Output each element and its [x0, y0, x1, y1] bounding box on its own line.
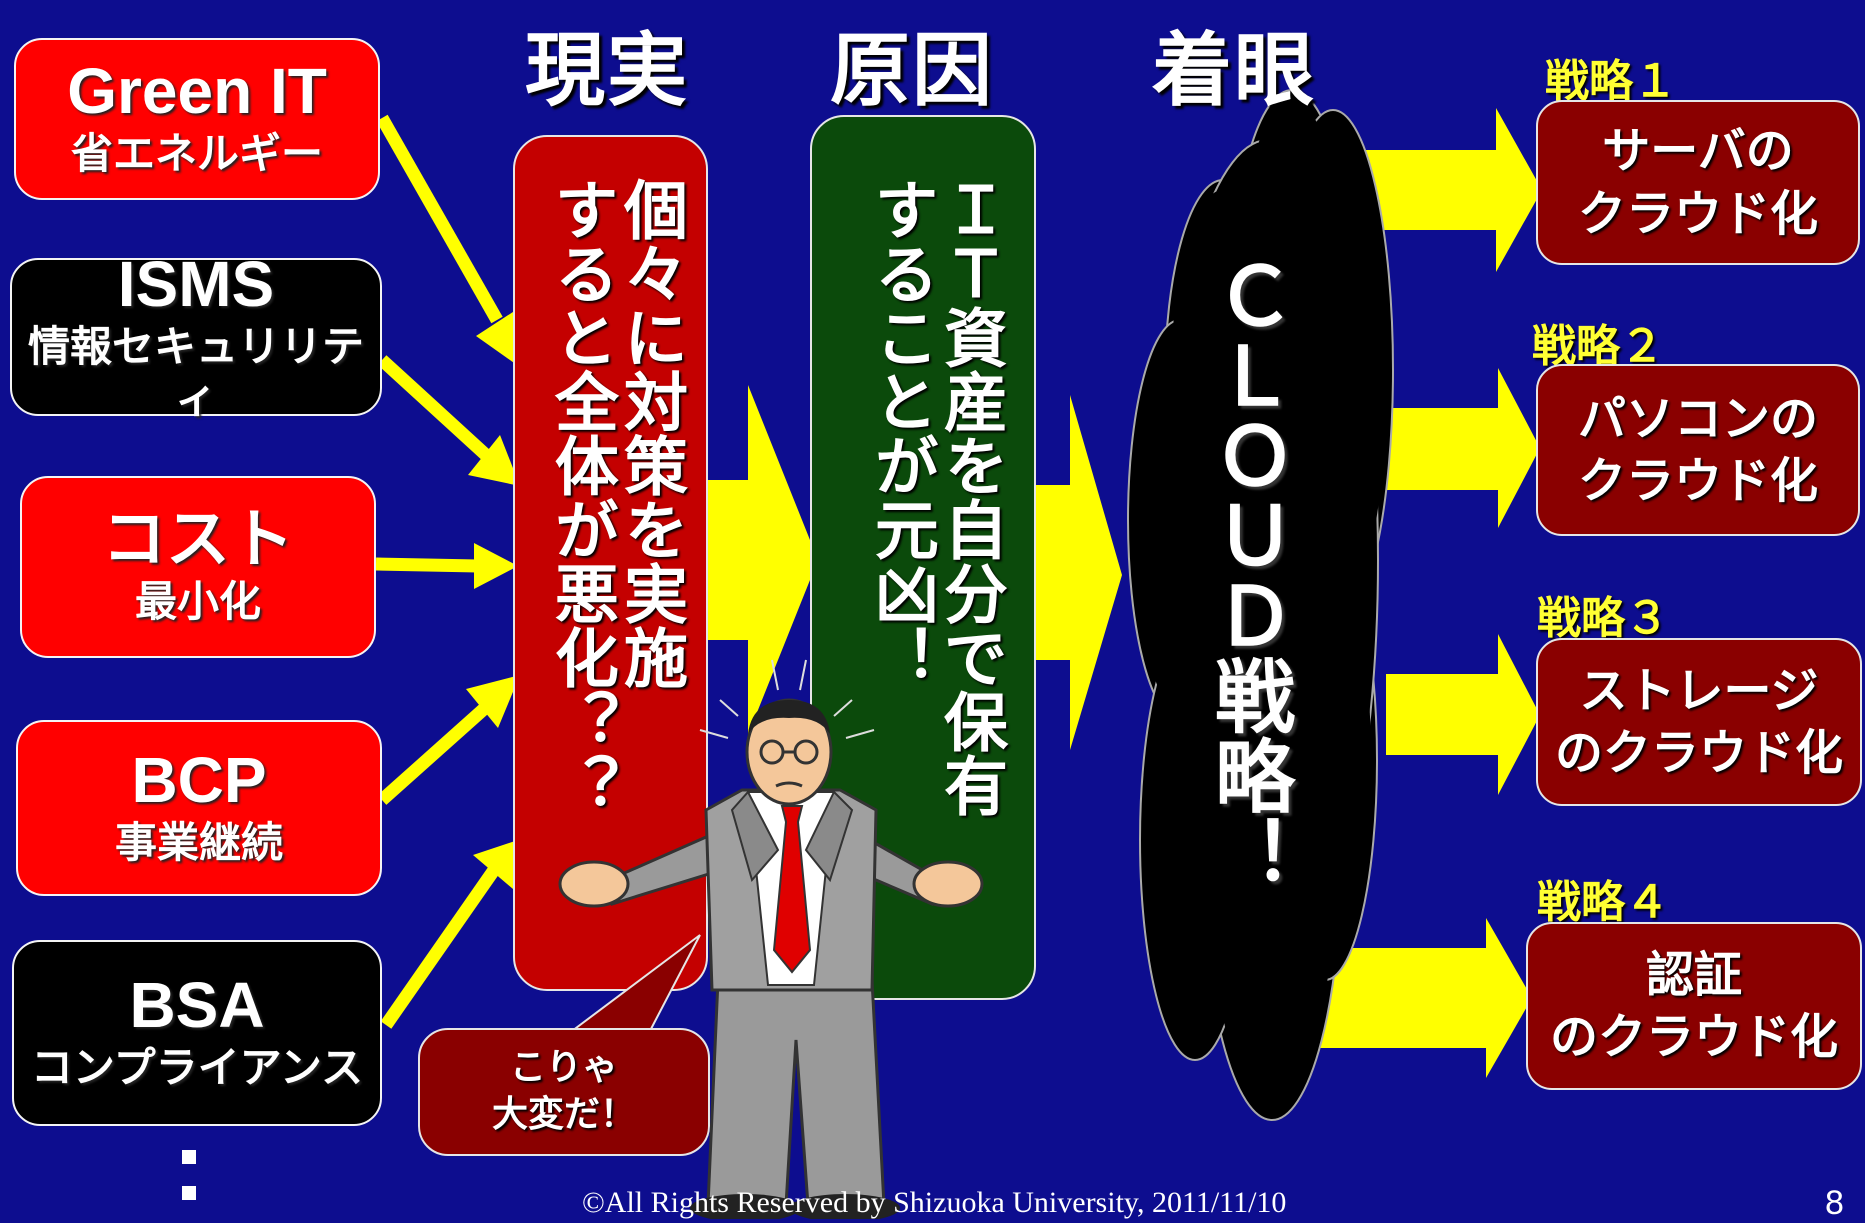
- left-box-subtitle: コンプライアンス: [30, 1043, 364, 1093]
- strategy-label-1: 戦略１: [1545, 56, 1677, 107]
- strategy-line: クラウド化: [1577, 453, 1818, 509]
- left-box-subtitle: 情報セキュリリティ: [27, 322, 364, 422]
- left-box-green-it: Green IT 省エネルギー: [14, 38, 380, 200]
- strategy-line: サーバの: [1602, 123, 1794, 180]
- speech-line: 大変だ！: [491, 1094, 636, 1135]
- strategy-line: 認証: [1645, 946, 1742, 1003]
- strategy-box-1: サーバの クラウド化: [1536, 100, 1860, 265]
- left-box-title: コスト: [102, 503, 294, 576]
- left-box-isms: ISMS 情報セキュリリティ: [10, 250, 382, 422]
- left-box-bsa: BSA コンプライアンス: [12, 940, 382, 1126]
- ellipsis-dot-upper: [182, 1150, 196, 1164]
- ellipsis-dot-lower: [182, 1186, 196, 1200]
- strategy-box-3: ストレージ のクラウド化: [1536, 638, 1862, 806]
- strategy-box-4: 認証 のクラウド化: [1526, 922, 1862, 1090]
- speech-bubble: こりゃ 大変だ！: [418, 1028, 710, 1156]
- cloud-strategy-text: ＣＬＯＵＤ戦略！: [1202, 255, 1295, 895]
- reality-line-2: すると全体が悪化？？: [543, 177, 618, 817]
- heading-focus: 着眼: [1152, 24, 1316, 117]
- left-box-subtitle: 最小化: [134, 577, 261, 627]
- copyright-footer: ©All Rights Reserved by Shizuoka Univers…: [582, 1186, 1287, 1219]
- reality-line-1: 個々に対策を実施: [613, 177, 687, 689]
- reality-box: 個々に対策を実施 すると全体が悪化？？: [513, 135, 708, 991]
- strategy-label-3: 戦略３: [1537, 593, 1669, 644]
- left-box-title: ISMS: [117, 248, 275, 321]
- page-number: 8: [1825, 1184, 1844, 1222]
- arrow-reality-to-cause: [700, 385, 818, 735]
- arrow-cause-to-cloud: [1030, 395, 1122, 750]
- left-box-cost: コスト 最小化: [20, 476, 376, 658]
- cause-line-1: ＩＴ資産を自分で保有: [933, 177, 1007, 817]
- strategy-line: ストレージ: [1579, 662, 1819, 719]
- speech-line: こりゃ: [509, 1047, 618, 1089]
- strategy-label-4: 戦略４: [1537, 877, 1669, 928]
- left-box-bcp: BCP 事業継続: [16, 720, 382, 896]
- strategy-line: クラウド化: [1577, 185, 1818, 242]
- strategy-arrows: [1300, 108, 1542, 1078]
- heading-cause: 原因: [830, 24, 994, 117]
- strategy-box-2: パソコンの クラウド化: [1536, 364, 1860, 536]
- input-arrows: [375, 114, 524, 1029]
- strategy-label-2: 戦略２: [1532, 321, 1664, 372]
- heading-reality: 現実: [525, 24, 689, 117]
- left-box-title: BSA: [129, 969, 265, 1042]
- strategy-line: パソコンの: [1577, 390, 1818, 447]
- left-box-subtitle: 省エネルギー: [70, 129, 323, 179]
- strategy-line: のクラウド化: [1554, 725, 1843, 781]
- strategy-line: のクラウド化: [1549, 1009, 1838, 1065]
- left-box-subtitle: 事業継続: [114, 818, 283, 868]
- left-box-title: BCP: [131, 744, 267, 817]
- left-box-title: Green IT: [67, 55, 327, 128]
- cause-line-2: することが元凶！: [863, 177, 938, 689]
